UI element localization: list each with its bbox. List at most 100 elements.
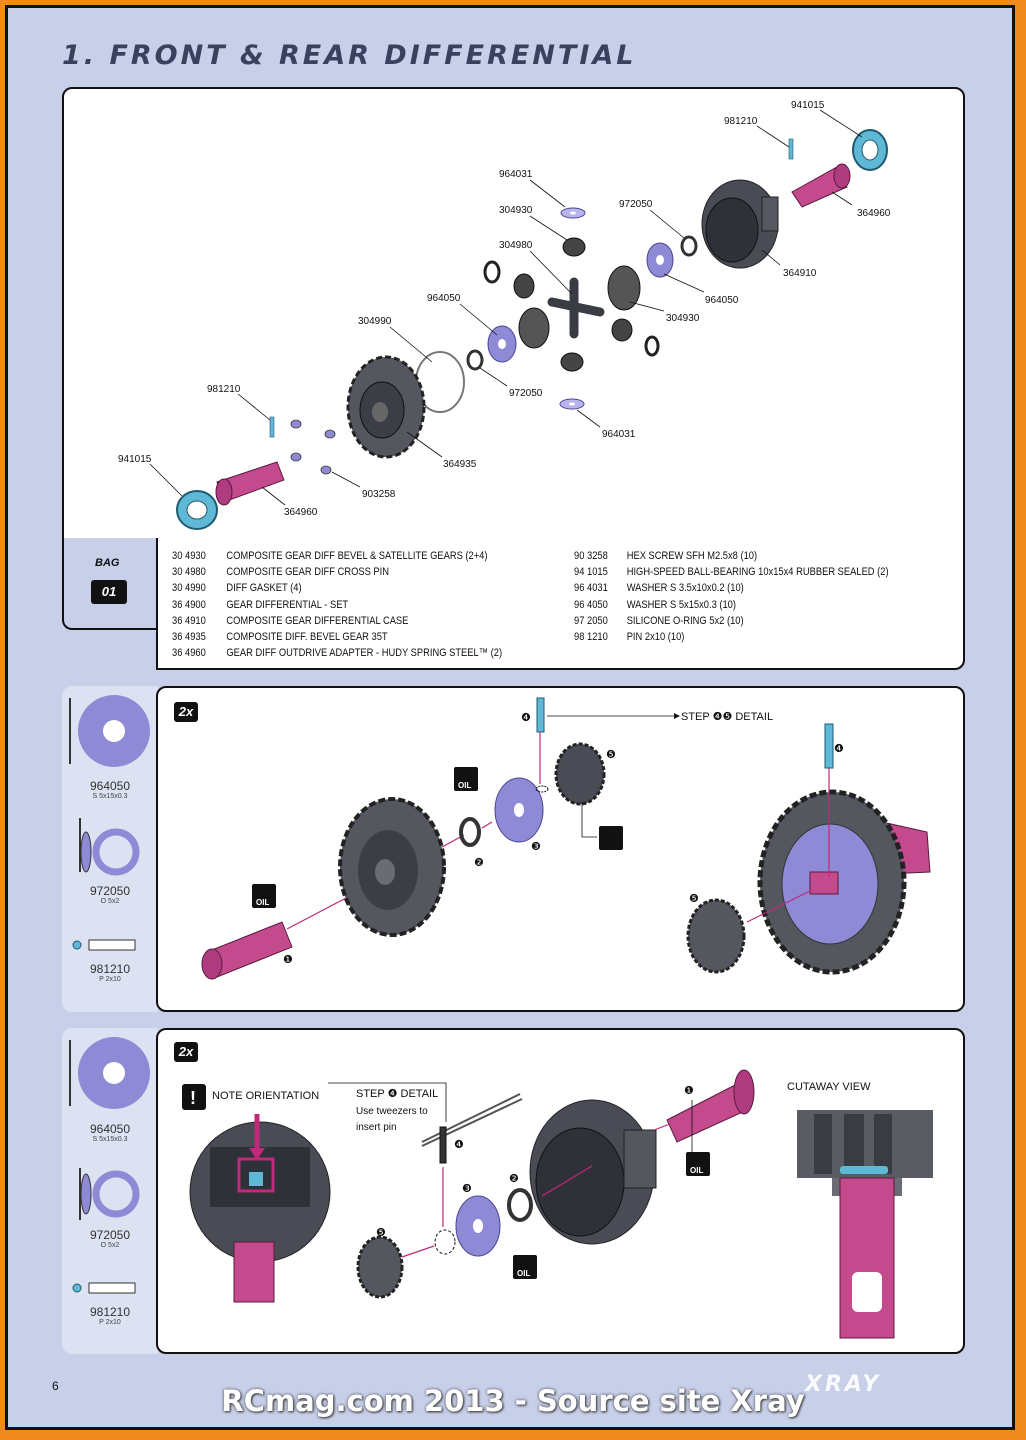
step-number-4: ❹: [834, 743, 844, 755]
part-desc: COMPOSITE DIFF. BEVEL GEAR 35T: [226, 631, 388, 644]
step-number-5: ❺: [376, 1227, 386, 1239]
xray-logo: XRAY: [805, 1372, 882, 1397]
page-number: 6: [52, 1379, 59, 1393]
side2-num-972050: 972050: [89, 1228, 131, 1242]
part-code: 30 4930: [172, 550, 206, 562]
part-code: 96 4031: [574, 582, 608, 595]
label-972050-mid: 972050: [509, 388, 543, 399]
oil-label: OIL: [256, 898, 269, 907]
step1-outdrive: [201, 921, 293, 980]
watermark: RCmag.com 2013 - Source site Xray: [221, 1384, 805, 1418]
part-code: 90 3258: [574, 550, 608, 562]
part-desc: COMPOSITE GEAR DIFF CROSS PIN: [226, 566, 390, 579]
step1-parts-strip: [62, 686, 158, 1012]
label-941015-top: 941015: [791, 100, 825, 111]
bag-number: 01: [91, 580, 127, 604]
exploded-diagram: 941015 981210 364960 364910 964031 30493…: [118, 100, 891, 530]
cross-pin-304980: [547, 277, 605, 339]
oil-icon: [513, 1255, 537, 1279]
side2-sub-964050: S 5x15x0.3: [92, 1136, 128, 1143]
step-number-3: ❸: [531, 841, 541, 853]
side1-num-981210: 981210: [89, 962, 131, 976]
oil-label: OIL: [517, 1269, 530, 1278]
step-number-1: ❶: [684, 1085, 694, 1097]
bearing-941015-top: [852, 129, 888, 171]
step-number-5: ❺: [689, 893, 699, 905]
part-row: 94 1015 HIGH-SPEED BALL-BEARING 10x15x4 R…: [574, 564, 889, 580]
warning-icon: [182, 1084, 206, 1110]
part-code: 36 4935: [172, 631, 206, 644]
pin-981210-top: [788, 138, 794, 160]
part-desc: COMPOSITE GEAR DIFF BEVEL & SATELLITE GE…: [226, 550, 488, 562]
label-981210-top: 981210: [724, 116, 758, 127]
side1-num-972050: 972050: [89, 884, 131, 898]
part-code: 36 4960: [172, 647, 206, 660]
svg-text:!: !: [190, 1088, 196, 1108]
label-304930-top: 304930: [499, 205, 533, 216]
cutaway-label: CUTAWAY VIEW: [787, 1081, 871, 1093]
step-number-2: ❷: [509, 1173, 519, 1185]
label-304990: 304990: [358, 316, 392, 327]
tweezers-icon: [421, 1093, 523, 1147]
step2-detail-label: STEP ❹ DETAIL: [356, 1088, 439, 1100]
part-code: 30 4980: [172, 566, 206, 579]
step1-assembled-gear: [757, 789, 931, 975]
pin-981210-left: [269, 416, 275, 438]
label-364935: 364935: [443, 459, 477, 470]
label-364960-top: 364960: [857, 208, 891, 219]
side1-sub-964050: S 5x15x0.3: [92, 793, 128, 800]
grease-icon: [599, 826, 623, 850]
bevel-gear-364935: [346, 355, 426, 459]
step2-diagram: !: [182, 1069, 933, 1339]
side2-sub-972050: O 5x2: [100, 1242, 120, 1249]
step2-oring: [507, 1188, 533, 1222]
part-desc: HIGH-SPEED BALL-BEARING 10x15x4 RUBBER S…: [626, 566, 889, 579]
multiplier-badge: 2x: [174, 1042, 198, 1062]
label-304930-right: 304930: [666, 313, 700, 324]
step-number-5: ❺: [606, 749, 616, 761]
part-row: 30 4930 COMPOSITE GEAR DIFF BEVEL & SATEL…: [172, 548, 502, 564]
part-code: 36 4900: [172, 598, 206, 611]
step2-outdrive: [666, 1069, 755, 1143]
part-desc: GEAR DIFF OUTDRIVE ADAPTER - HUDY SPRING…: [226, 647, 503, 660]
oil-icon: [686, 1152, 710, 1176]
step1-bevel-gear: [338, 797, 446, 937]
part-code: 98 1210: [574, 631, 608, 644]
label-964050-right: 964050: [705, 295, 739, 306]
tweezers-note: Use tweezers to insert pin: [356, 1106, 428, 1133]
step1-satellite-gear: [554, 742, 606, 806]
part-desc: DIFF GASKET (4): [226, 582, 302, 595]
parts-list-box: [156, 538, 965, 670]
oring-972050-top: [680, 235, 698, 257]
part-desc: COMPOSITE GEAR DIFFERENTIAL CASE: [226, 614, 409, 627]
bag-label: BAG: [95, 557, 120, 569]
label-972050-top: 972050: [619, 199, 653, 210]
part-row: 30 4980 COMPOSITE GEAR DIFF CROSS PIN: [172, 564, 502, 580]
cutaway-view: [797, 1110, 933, 1339]
side2-sub-981210: P 2x10: [99, 1319, 121, 1326]
part-code: 96 4050: [574, 598, 608, 611]
step2-parts-icons: [69, 1037, 150, 1294]
part-code: 97 2050: [574, 614, 608, 627]
diff-case-364910: [701, 179, 779, 269]
step1-oring: [459, 817, 481, 847]
side2-num-981210: 981210: [89, 1305, 131, 1319]
oring-972050-mid: [466, 349, 484, 371]
step-number-4: ❹: [454, 1139, 464, 1151]
step-number-4: ❹: [521, 712, 531, 724]
satellite-gears-304930: [513, 237, 641, 372]
part-code: 94 1015: [574, 566, 608, 579]
step-number-2: ❷: [474, 857, 484, 869]
note-orientation-label: NOTE ORIENTATION: [212, 1090, 320, 1102]
page-title: 1. FRONT & REAR DIFFERENTIAL: [62, 40, 637, 71]
label-364960-bottom: 364960: [284, 507, 318, 518]
label-964050-left: 964050: [427, 293, 461, 304]
part-row: 36 4935 COMPOSITE DIFF. BEVEL GEAR 35T: [172, 629, 502, 645]
step1-diagram: OIL OIL ❶ ❷ ❸ ❹ ❺ ❹ ❺ STEP ❹❺ DETAIL: [201, 697, 931, 980]
outdrive-364960-top: [791, 163, 851, 208]
